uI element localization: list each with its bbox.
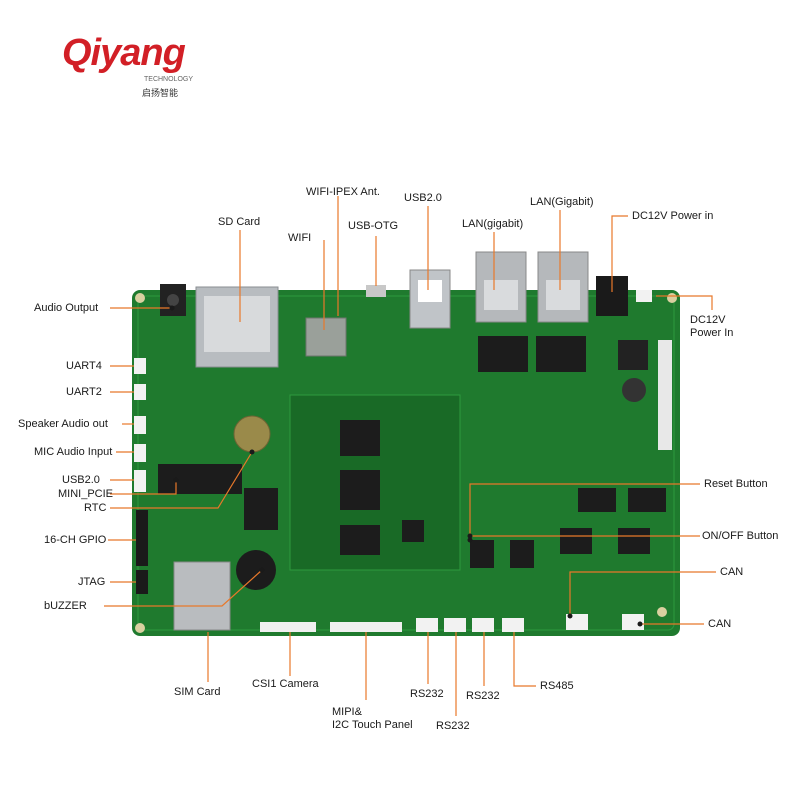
label-usb-otg: USB-OTG bbox=[348, 220, 399, 232]
label-rs232-2: RS232 bbox=[436, 720, 470, 732]
label-rtc: RTC bbox=[84, 502, 107, 514]
mount-hole bbox=[135, 293, 145, 303]
rtc-battery bbox=[233, 415, 271, 453]
speaker-connector bbox=[134, 416, 146, 434]
leader-dots bbox=[169, 305, 643, 627]
csi1-connector bbox=[260, 622, 316, 632]
buzzer bbox=[236, 550, 276, 590]
label-sd-card: SD Card bbox=[218, 216, 261, 228]
label-dc12v-power-in-top: DC12V Power in bbox=[632, 210, 714, 222]
label-uart4: UART4 bbox=[66, 360, 102, 372]
label-onoff-button: ON/OFF Button bbox=[702, 530, 779, 542]
lan-transformer-1 bbox=[478, 336, 528, 372]
jtag-header bbox=[136, 570, 148, 594]
label-uart2: UART2 bbox=[66, 386, 102, 398]
qiyang-logo: Qiyang TECHNOLOGY 启扬智能 bbox=[62, 30, 194, 110]
label-mini-pcie: MINI_PCIE bbox=[58, 488, 114, 500]
label-csi1-camera: CSI1 Camera bbox=[252, 678, 319, 690]
mount-hole bbox=[135, 623, 145, 633]
capacitor bbox=[622, 378, 646, 402]
label-dc12v-line2: Power In bbox=[690, 327, 734, 339]
label-usb20-top: USB2.0 bbox=[404, 192, 442, 204]
label-jtag: JTAG bbox=[78, 576, 106, 588]
wifi-module bbox=[305, 317, 347, 357]
mount-hole bbox=[667, 293, 677, 303]
label-audio-output: Audio Output bbox=[34, 302, 99, 314]
logo-wordmark: Qiyang bbox=[62, 32, 186, 74]
label-rs232-3: RS232 bbox=[466, 690, 500, 702]
label-sim-card: SIM Card bbox=[174, 686, 221, 698]
label-buzzer: bUZZER bbox=[44, 600, 87, 612]
label-can-1: CAN bbox=[720, 566, 744, 578]
label-lan-gigabit-1: LAN(gigabit) bbox=[462, 218, 524, 230]
label-speaker-audio-out: Speaker Audio out bbox=[18, 418, 108, 430]
label-dc12v-line1: DC12V bbox=[690, 314, 726, 326]
label-wifi: WIFI bbox=[288, 232, 312, 244]
mount-hole bbox=[657, 607, 667, 617]
gpio-header bbox=[136, 510, 148, 566]
soc-chip-3 bbox=[340, 525, 380, 555]
uart2-connector bbox=[134, 384, 146, 400]
soc-chip-2 bbox=[340, 470, 380, 510]
label-rs232-1: RS232 bbox=[410, 688, 444, 700]
label-lan-gigabit-2: LAN(Gigabit) bbox=[530, 196, 594, 208]
dc-connector bbox=[636, 290, 652, 302]
logo-tagline: TECHNOLOGY bbox=[144, 76, 194, 83]
label-gpio: 16-CH GPIO bbox=[44, 534, 107, 546]
label-mipi-line1: MIPI& bbox=[332, 706, 362, 718]
logo-chinese-name: 启扬智能 bbox=[142, 89, 179, 99]
barcode-label bbox=[658, 340, 672, 450]
label-usb20-left: USB2.0 bbox=[62, 474, 100, 486]
label-mipi-line2: I2C Touch Panel bbox=[332, 719, 413, 731]
label-rs485: RS485 bbox=[540, 680, 574, 692]
mic-connector bbox=[134, 444, 146, 462]
rs232-connector-1 bbox=[416, 618, 438, 632]
leader-lines bbox=[104, 196, 716, 716]
label-reset-button: Reset Button bbox=[704, 478, 768, 490]
inductor bbox=[618, 340, 648, 370]
mipi-connector bbox=[330, 622, 402, 632]
label-mic-audio-input: MIC Audio Input bbox=[34, 446, 113, 458]
mini-pcie-slot bbox=[158, 464, 242, 494]
label-wifi-ipex: WIFI-IPEX Ant. bbox=[306, 186, 380, 198]
rs232-connector-2 bbox=[444, 618, 466, 632]
rs232-connector-3 bbox=[472, 618, 494, 632]
sim-card-slot bbox=[173, 561, 231, 631]
rs485-connector bbox=[502, 618, 524, 632]
label-can-2: CAN bbox=[708, 618, 732, 630]
uart4-connector bbox=[134, 358, 146, 374]
soc-chip-1 bbox=[340, 420, 380, 456]
usb-otg-port bbox=[366, 285, 386, 297]
usb20-left-connector bbox=[134, 470, 146, 492]
lan-transformer-2 bbox=[536, 336, 586, 372]
